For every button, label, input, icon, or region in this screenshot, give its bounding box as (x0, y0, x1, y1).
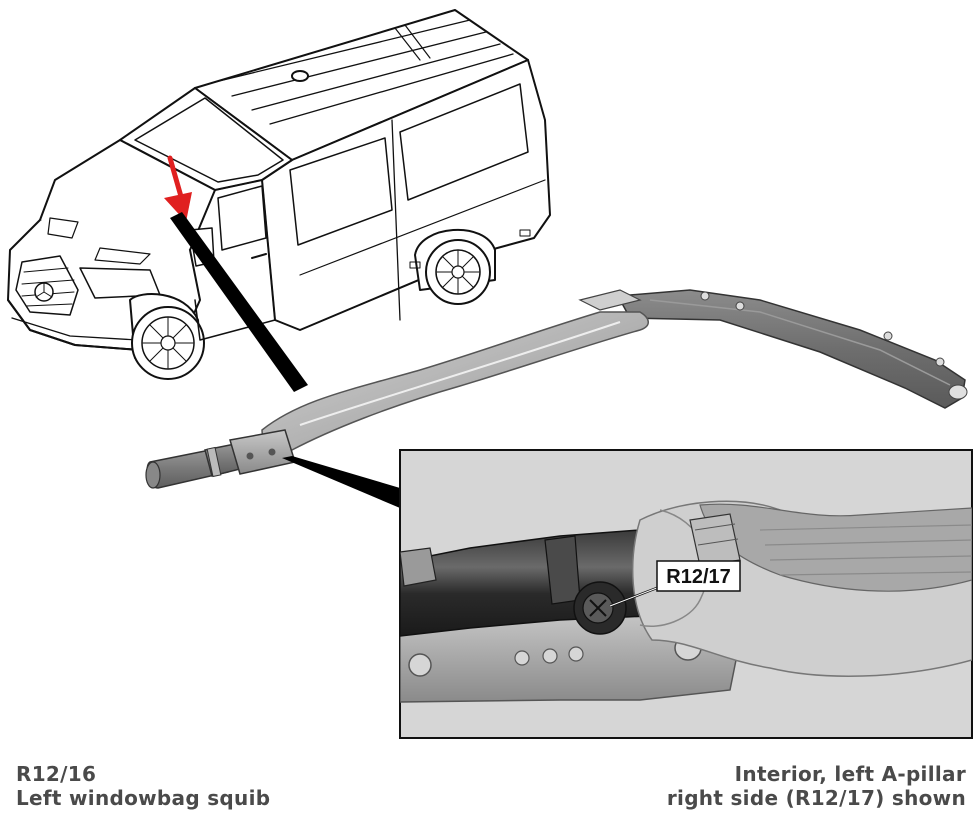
caption-right: Interior, left A-pillar right side (R12/… (667, 762, 966, 810)
component-name: Left windowbag squib (16, 786, 271, 810)
callout-label: R12/17 (666, 566, 731, 588)
windowbag-assembly (145, 289, 968, 489)
component-code: R12/16 (16, 762, 97, 786)
detail-pointer (282, 456, 400, 508)
location-arrow-icon (164, 155, 192, 222)
caption-left: R12/16 Left windowbag squib (16, 762, 270, 810)
detail-inset: R12/17 (399, 449, 973, 739)
location-description: Interior, left A-pillar (734, 762, 966, 786)
location-note: right side (R12/17) shown (666, 786, 966, 810)
van-illustration (7, 9, 551, 380)
pointer-line (170, 212, 308, 392)
